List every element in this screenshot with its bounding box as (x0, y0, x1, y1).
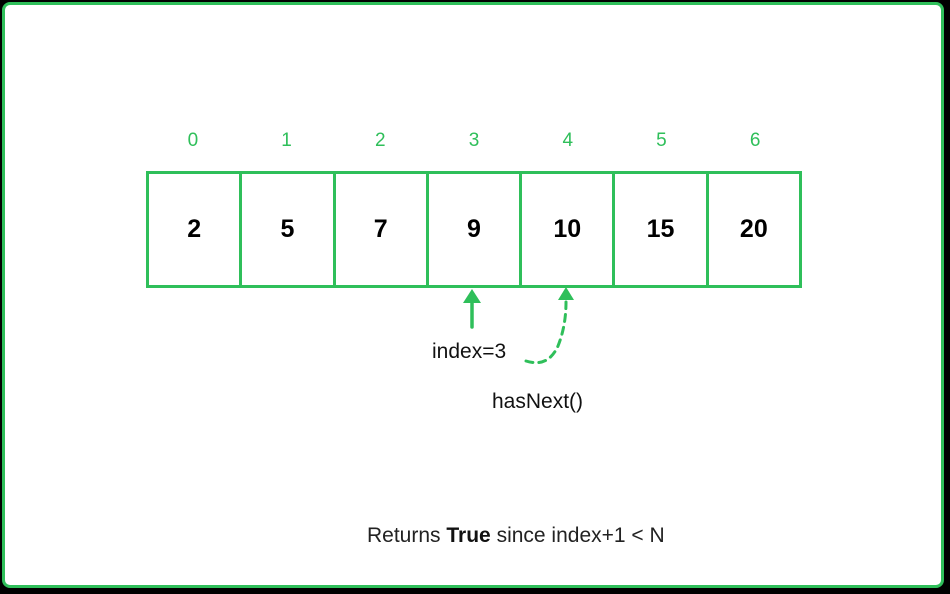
index-label: index=3 (432, 340, 507, 363)
result-bold: True (446, 524, 491, 547)
array-index-0: 0 (187, 130, 199, 151)
result-prefix: Returns (367, 524, 447, 547)
array-cell-1: 5 (242, 174, 336, 285)
array-cell-6: 20 (739, 215, 768, 243)
array-index-6: 6 (749, 130, 761, 151)
array-cell-3: 9 (429, 174, 523, 285)
array-cell-0: 2 (149, 174, 243, 285)
array-index-3: 3 (468, 130, 480, 151)
result-caption: Returns True since index+1 < N (367, 524, 665, 548)
method-label: hasNext() (492, 390, 584, 413)
array-cell-4: 10 (522, 174, 616, 285)
current-index-arrow (463, 289, 481, 329)
array-index-1: 1 (281, 130, 292, 151)
index-row: 0 1 2 3 4 5 6 (146, 128, 802, 154)
array-cell-5: 15 (615, 174, 709, 285)
array-cell-2: 7 (336, 174, 429, 285)
array-index-5: 5 (656, 130, 667, 151)
array-index-4: 4 (562, 130, 574, 151)
array-boxes: 2 5 7 9 10 15 20 (146, 171, 802, 288)
next-element-dashed-arrow (524, 287, 574, 365)
result-suffix: since index+1 < N (490, 524, 665, 547)
array-index-2: 2 (375, 130, 386, 151)
